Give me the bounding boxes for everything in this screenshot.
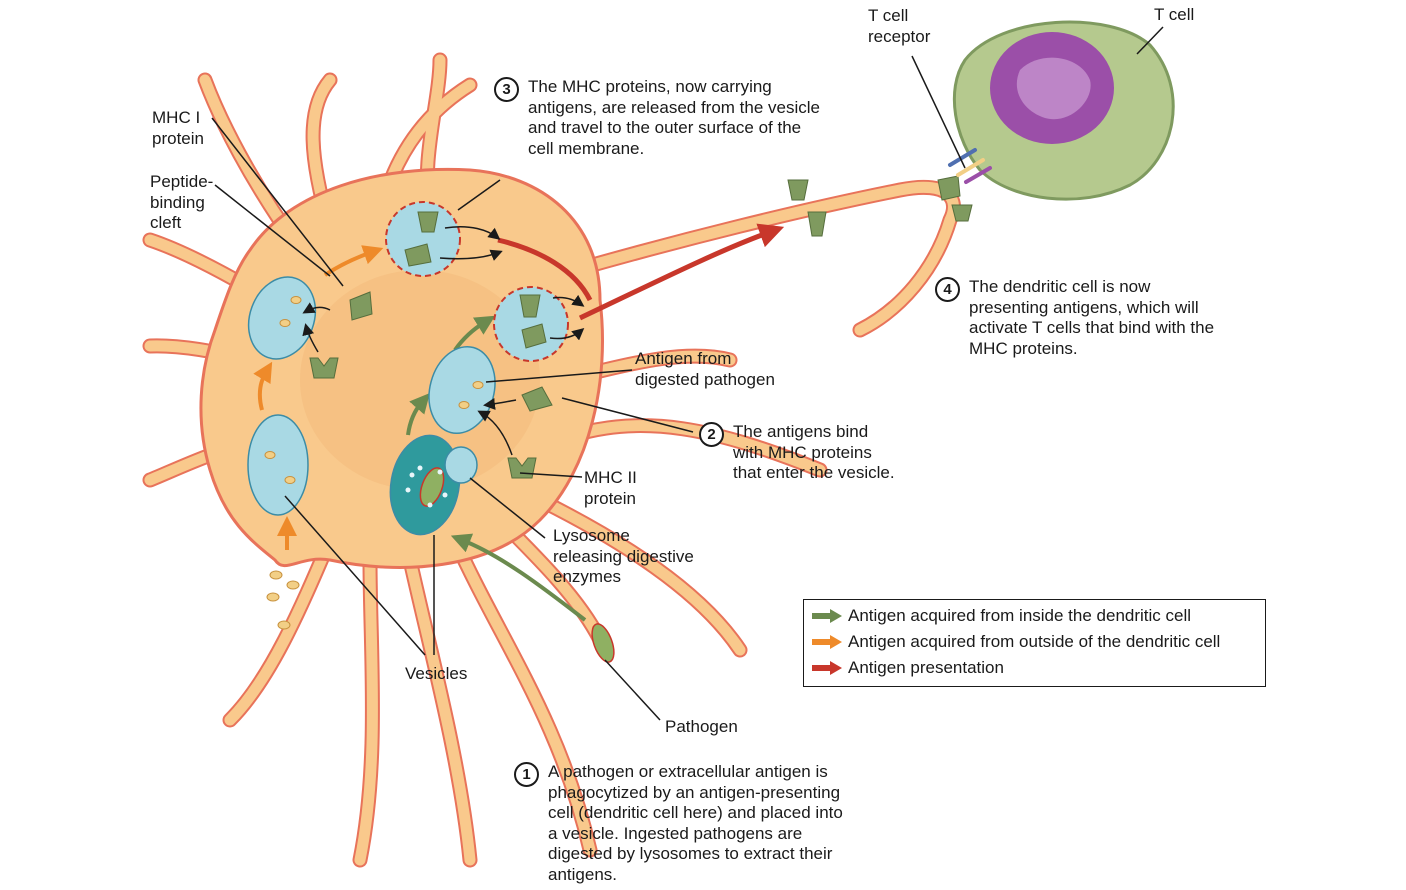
green-pathway-arrows bbox=[406, 315, 587, 622]
step-2-number: 2 bbox=[699, 422, 724, 447]
red-arrow-icon bbox=[812, 661, 842, 675]
t-cell bbox=[952, 20, 1175, 201]
orange-arrow-icon bbox=[812, 635, 842, 649]
legend-label-presentation: Antigen presentation bbox=[848, 658, 1004, 677]
pathogens bbox=[419, 467, 615, 663]
extracellular-antigens bbox=[266, 570, 300, 630]
label-pathogen: Pathogen bbox=[665, 717, 738, 736]
antigen-fragments bbox=[264, 296, 484, 484]
step-3-number: 3 bbox=[494, 77, 519, 102]
t-cell-receptor bbox=[948, 148, 992, 184]
legend-label-inside: Antigen acquired from inside the dendrit… bbox=[848, 606, 1192, 625]
step-1-number: 1 bbox=[514, 762, 539, 787]
step-4-number: 4 bbox=[935, 277, 960, 302]
orange-pathway-arrows bbox=[253, 245, 384, 550]
enzyme-dots bbox=[405, 465, 448, 508]
label-vesicles: Vesicles bbox=[405, 664, 468, 683]
label-t-cell: T cell bbox=[1154, 5, 1195, 24]
legend: Antigen acquired from inside the dendrit… bbox=[803, 599, 1266, 687]
leader-lines bbox=[211, 26, 1164, 721]
green-arrow-icon bbox=[812, 609, 842, 623]
legend-label-outside: Antigen acquired from outside of the den… bbox=[848, 632, 1221, 651]
binding-arrows bbox=[302, 226, 585, 456]
presentation-arrow bbox=[497, 223, 785, 321]
